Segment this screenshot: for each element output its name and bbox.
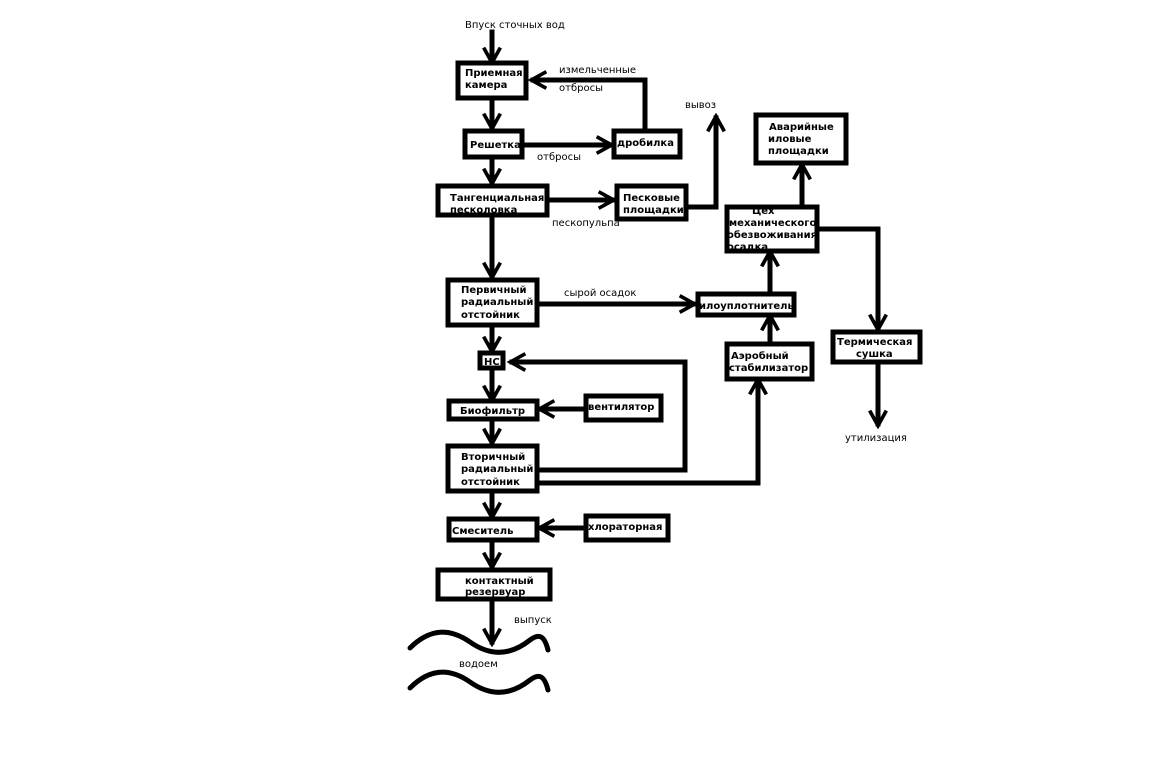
svg-text:НС: НС	[484, 357, 500, 368]
svg-text:Песковые: Песковые	[623, 193, 680, 204]
svg-text:площадки: площадки	[623, 205, 684, 216]
svg-text:отстойник: отстойник	[461, 477, 520, 488]
svg-text:Смеситель: Смеситель	[452, 526, 513, 537]
node-avariynye-ploshchadki: Аварийные иловые площадки	[753, 112, 849, 166]
svg-text:камера: камера	[465, 80, 507, 91]
label-otbrosy-1: отбросы	[559, 83, 603, 94]
svg-text:обезвоживания: обезвоживания	[727, 229, 817, 241]
svg-text:стабилизатор: стабилизатор	[729, 362, 808, 374]
tsekh-to-sushka-arrow	[816, 226, 878, 328]
node-reshetka: Решетка	[462, 128, 525, 160]
label-vypusk: выпуск	[514, 615, 552, 626]
svg-text:илоуплотнитель: илоуплотнитель	[699, 301, 794, 312]
node-peskolovka: Тангенциальная песколовка	[435, 183, 550, 218]
node-tsekh-obezvozhivaniya: Цех механического обезвоживания осадка	[724, 204, 820, 254]
label-vodoem: водоем	[459, 659, 498, 670]
water-wave-lower	[407, 669, 551, 695]
svg-text:Аварийные: Аварийные	[769, 122, 834, 133]
vtorichny-to-stabilizator-arrow	[536, 381, 758, 486]
node-vtorichny-otstoynik: Вторичный радиальный отстойник	[445, 443, 540, 494]
water-wave-upper	[407, 629, 551, 655]
svg-text:отстойник: отстойник	[461, 310, 520, 321]
label-vyvoz: вывоз	[685, 100, 716, 111]
svg-text:хлораторная: хлораторная	[588, 522, 662, 533]
svg-text:Аэробный: Аэробный	[731, 350, 789, 362]
node-kontaktny-rezervuar: контактный резервуар	[435, 567, 553, 602]
svg-text:механического: механического	[729, 218, 817, 229]
node-biofiltr: Биофильтр	[446, 398, 540, 422]
svg-text:Тангенциальная: Тангенциальная	[450, 193, 544, 204]
recirculation-to-ns-arrow	[512, 362, 688, 473]
svg-text:Приемная: Приемная	[465, 68, 523, 79]
node-smesitel: Смеситель	[446, 516, 540, 543]
svg-text:Первичный: Первичный	[461, 285, 526, 296]
drobilka-to-kamera-arrow	[533, 80, 648, 133]
svg-text:вентилятор: вентилятор	[588, 402, 654, 413]
svg-text:сушка: сушка	[856, 349, 893, 360]
svg-text:Решетка: Решетка	[470, 140, 521, 151]
node-aerobny-stabilizator: Аэробный стабилизатор	[724, 341, 815, 382]
node-pervichny-otstoynik: Первичный радиальный отстойник	[445, 277, 540, 328]
svg-text:Биофильтр: Биофильтр	[460, 405, 525, 417]
node-iloуплотнитель: илоуплотнитель	[695, 291, 797, 318]
label-utilizatsiya: утилизация	[845, 433, 907, 444]
svg-text:Термическая: Термическая	[837, 337, 912, 348]
label-izmelchennye: измельченные	[559, 65, 636, 76]
svg-text:резервуар: резервуар	[465, 587, 525, 598]
svg-text:радиальный: радиальный	[461, 464, 533, 475]
svg-text:иловые: иловые	[768, 134, 812, 145]
label-otbrosy-2: отбросы	[537, 152, 581, 163]
node-priemnaya-kamera: Приемная камера	[455, 60, 529, 101]
node-termicheskaya-sushka: Термическая сушка	[830, 329, 923, 365]
svg-text:дробилка: дробилка	[617, 137, 674, 149]
node-ns: НС	[477, 350, 506, 371]
svg-text:Цех: Цех	[752, 206, 775, 217]
node-peskovye-ploshchadki: Песковые площадки	[614, 183, 689, 222]
svg-text:осадка: осадка	[727, 242, 768, 253]
svg-text:Вторичный: Вторичный	[461, 452, 525, 463]
svg-text:контактный: контактный	[465, 576, 534, 587]
svg-text:радиальный: радиальный	[461, 297, 533, 308]
label-peskopulpa: пескопульпа	[552, 218, 620, 229]
label-syroy-osadok: сырой осадок	[564, 288, 636, 299]
node-drobilka: дробилка	[611, 128, 683, 160]
svg-text:песколовка: песколовка	[450, 205, 517, 216]
node-khloratornaya: хлораторная	[583, 513, 671, 543]
node-ventilyator: вентилятор	[583, 393, 664, 423]
peskovye-to-vyvoz-arrow	[685, 118, 716, 210]
label-vpusk: Впуск сточных вод	[465, 20, 565, 31]
svg-text:площадки: площадки	[768, 146, 829, 157]
